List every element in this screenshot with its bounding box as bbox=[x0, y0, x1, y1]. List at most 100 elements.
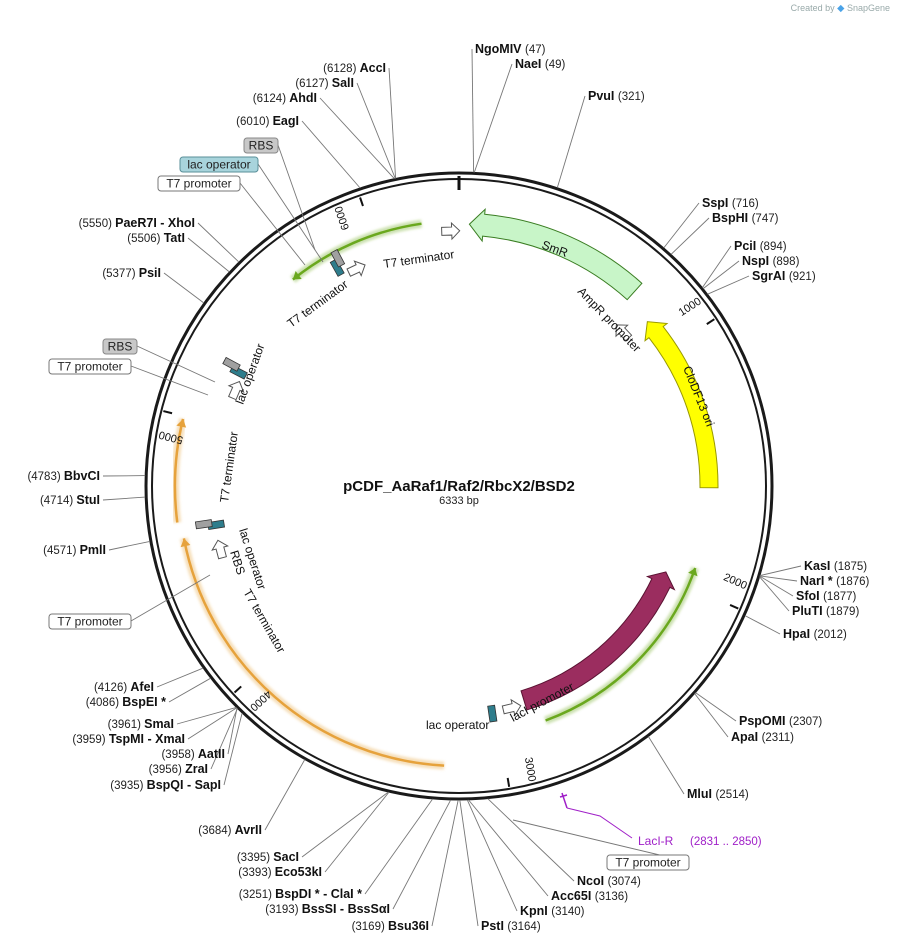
svg-text:(3395) SacI: (3395) SacI bbox=[237, 850, 299, 864]
svg-text:(3193) BssSI - BssSαI: (3193) BssSI - BssSαI bbox=[265, 902, 390, 916]
lac-operator-bottom-label: lac operator bbox=[426, 718, 489, 732]
svg-text:PvuI (321): PvuI (321) bbox=[588, 89, 645, 103]
svg-text:(3251) BspDI * - ClaI *: (3251) BspDI * - ClaI * bbox=[239, 887, 362, 901]
svg-text:T7 promoter: T7 promoter bbox=[57, 360, 122, 374]
site-bspdi-clai-: (3251) BspDI * - ClaI * bbox=[239, 798, 434, 901]
site-smai: (3961) SmaI bbox=[108, 706, 237, 731]
site-bspei-: (4086) BspEI * bbox=[86, 677, 211, 709]
rbs-box-left bbox=[222, 356, 241, 372]
site-bspqi-sapi: (3935) BspQI - SapI bbox=[110, 712, 243, 792]
creator-credit: Created by ◆ SnapGene bbox=[791, 3, 890, 14]
site-psti: PstI (3164) bbox=[459, 799, 541, 933]
svg-text:ApaI (2311): ApaI (2311) bbox=[731, 730, 794, 744]
site-nspi: NspI (898) bbox=[702, 254, 800, 289]
t7-terminator-top-label: T7 terminator bbox=[382, 247, 455, 271]
site-psii: (5377) PsiI bbox=[102, 266, 205, 304]
site-sali: (6127) SalI bbox=[295, 76, 396, 179]
tick-mark-3000 bbox=[506, 777, 511, 788]
site-pspomi: PspOMI (2307) bbox=[695, 692, 822, 728]
svg-text:(4783) BbvCI: (4783) BbvCI bbox=[27, 469, 100, 483]
cds-green-right-arrowhead bbox=[688, 567, 698, 577]
box-label-rbs-3: RBS bbox=[102, 338, 216, 383]
site-naei: NaeI (49) bbox=[473, 57, 566, 173]
svg-text:KpnI (3140): KpnI (3140) bbox=[520, 904, 585, 918]
svg-text:T7 promoter: T7 promoter bbox=[615, 856, 680, 870]
site-ngomiv: NgoMIV (47) bbox=[471, 42, 546, 173]
site-ahdi: (6124) AhdI bbox=[253, 91, 395, 180]
site-zrai: (3956) ZraI bbox=[149, 708, 238, 776]
svg-text:(3959) TspMI - XmaI: (3959) TspMI - XmaI bbox=[72, 732, 185, 746]
smr-arrow bbox=[468, 207, 643, 301]
svg-text:(3169) Bsu36I: (3169) Bsu36I bbox=[352, 919, 429, 933]
svg-text:MluI (2514): MluI (2514) bbox=[687, 787, 749, 801]
svg-text:HpaI (2012): HpaI (2012) bbox=[783, 627, 847, 641]
cds-green-top-arrowhead bbox=[292, 271, 302, 280]
svg-text:T7 promoter: T7 promoter bbox=[166, 177, 231, 191]
site-sfoi: SfoI (1877) bbox=[759, 575, 857, 603]
site-bbvci: (4783) BbvCI bbox=[27, 469, 146, 483]
cds-green-top bbox=[292, 222, 422, 281]
site-paer7i-xhoi: (5550) PaeR7I - XhoI bbox=[79, 216, 240, 263]
t7-terminator-icon-left bbox=[227, 380, 245, 401]
site-eagi: (6010) EagI bbox=[236, 114, 361, 189]
t7-terminator-icon-lower-left bbox=[211, 539, 229, 560]
svg-text:(4571) PmlI: (4571) PmlI bbox=[43, 543, 106, 557]
primer-name: LacI-R bbox=[638, 834, 674, 848]
rbs-box-lower-left bbox=[194, 519, 213, 530]
svg-text:(5550) PaeR7I - XhoI: (5550) PaeR7I - XhoI bbox=[79, 216, 195, 230]
cds-green-right bbox=[545, 567, 697, 722]
site-kpni: KpnI (3140) bbox=[466, 799, 585, 918]
site-avrii: (3684) AvrII bbox=[198, 759, 306, 837]
site-pmli: (4571) PmlI bbox=[43, 540, 150, 557]
site-aatii: (3958) AatII bbox=[161, 708, 238, 761]
svg-text:(3684) AvrII: (3684) AvrII bbox=[198, 823, 262, 837]
svg-text:PluTI (1879): PluTI (1879) bbox=[792, 604, 859, 618]
tick-label-1000: 1000 bbox=[677, 295, 704, 318]
site-pvui: PvuI (321) bbox=[556, 89, 645, 188]
plasmid-length: 6333 bp bbox=[439, 495, 479, 507]
site-kasi: KasI (1875) bbox=[759, 559, 867, 577]
creator-brand: SnapGene bbox=[846, 3, 890, 13]
svg-text:(6010) EagI: (6010) EagI bbox=[236, 114, 299, 128]
primer-range: (2831 .. 2850) bbox=[690, 836, 762, 848]
site-acc65i: Acc65I (3136) bbox=[468, 799, 628, 903]
cds-orange-left bbox=[173, 418, 185, 523]
svg-text:SfoI (1877): SfoI (1877) bbox=[796, 589, 857, 603]
site-tati: (5506) TatI bbox=[127, 231, 230, 273]
svg-text:(5506) TatI: (5506) TatI bbox=[127, 231, 185, 245]
tick-label-3000: 3000 bbox=[522, 756, 538, 782]
site-sgrai: SgrAI (921) bbox=[707, 269, 816, 295]
svg-text:lac operator: lac operator bbox=[187, 158, 250, 172]
laci-promoter-icon bbox=[501, 698, 522, 717]
svg-text:(3961) SmaI: (3961) SmaI bbox=[108, 717, 174, 731]
site-layer: NgoMIV (47)NaeI (49)PvuI (321)SspI (716)… bbox=[27, 42, 869, 933]
svg-text:(3956) ZraI: (3956) ZraI bbox=[149, 762, 208, 776]
site-ncoi: NcoI (3074) bbox=[487, 798, 641, 888]
site-stui: (4714) StuI bbox=[40, 493, 146, 507]
box-label-t7-promoter-5: T7 promoter bbox=[48, 574, 211, 630]
tick-mark-4000 bbox=[233, 685, 242, 694]
site-saci: (3395) SacI bbox=[237, 791, 389, 864]
laci-arrow bbox=[520, 571, 676, 711]
tick-mark-1000 bbox=[706, 318, 715, 325]
tick-label-4000: 4000 bbox=[247, 688, 273, 713]
svg-text:PspOMI (2307): PspOMI (2307) bbox=[739, 714, 822, 728]
t7-terminator-upper-left-label: T7 terminator bbox=[285, 277, 351, 330]
svg-text:BspHI (747): BspHI (747) bbox=[712, 211, 779, 225]
tick-mark-2000 bbox=[729, 604, 739, 610]
svg-text:(6127) SalI: (6127) SalI bbox=[295, 76, 354, 90]
svg-text:(4086) BspEI *: (4086) BspEI * bbox=[86, 695, 166, 709]
site-pluti: PluTI (1879) bbox=[759, 576, 859, 618]
box-label-t7-promoter-6: T7 promoter bbox=[512, 819, 690, 871]
tick-mark-5000 bbox=[163, 410, 173, 415]
rbs-box-upper-left bbox=[330, 249, 346, 268]
tick-label-2000: 2000 bbox=[721, 571, 748, 592]
svg-text:(4126) AfeI: (4126) AfeI bbox=[94, 680, 154, 694]
cds-orange-left-arrowhead bbox=[176, 418, 187, 428]
plasmid-name: pCDF_AaRaf1/Raf2/RbcX2/BSD2 bbox=[343, 478, 575, 495]
box-label-lac-operator-1: lac operator bbox=[179, 156, 324, 263]
site-acci: (6128) AccI bbox=[323, 61, 397, 179]
site-bsu36i: (3169) Bsu36I bbox=[352, 799, 459, 933]
